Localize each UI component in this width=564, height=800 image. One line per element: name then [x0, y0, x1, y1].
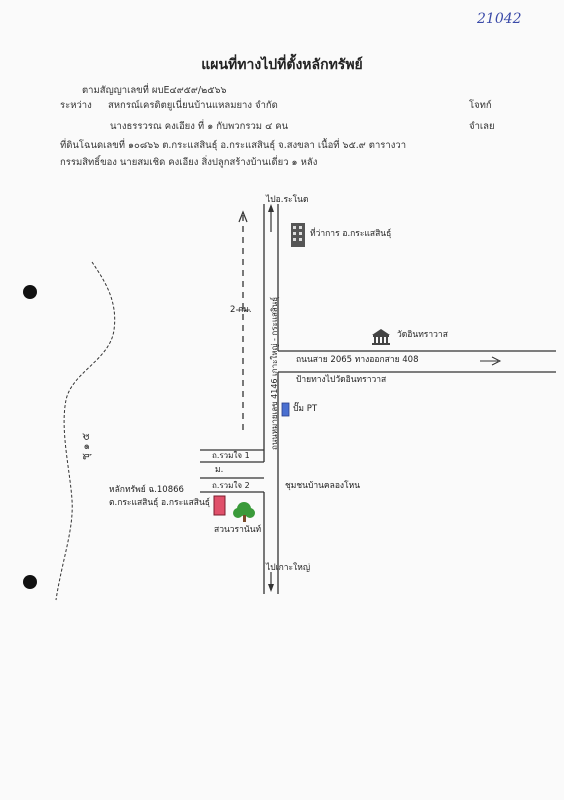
- park-label: สวนวรานันท์: [214, 525, 262, 535]
- asset-location-label: ต.กระแสสินธุ์ อ.กระแสสินธุ์: [109, 498, 210, 508]
- road-2065-arrow: [491, 356, 502, 366]
- margin-scribble: [55, 261, 116, 601]
- margin-note: ชุ ๑ ๕: [81, 432, 92, 460]
- main-road-label: ถนนหมายเลข 4146 เกาะใหญ่ - กระแสสินธุ์: [270, 296, 279, 450]
- punch-hole-icon: [23, 575, 37, 589]
- defendant-label: จำเลย: [469, 121, 495, 132]
- to-north-label: ไปอ.ระโนด: [266, 195, 309, 205]
- temple-label: วัดอินทราวาส: [397, 330, 448, 340]
- district-office-label: ที่ว่าการ อ.กระแสสินธุ์: [310, 229, 392, 239]
- party-one: สหกรณ์เครดิตยูเนี่ยนบ้านแหลมยาง จำกัด: [108, 100, 278, 111]
- lane-2-label: ถ.รวมใจ 2: [212, 481, 250, 490]
- tree-icon: [233, 502, 255, 522]
- land-line: ที่ดินโฉนดเลขที่ ๑๐๘๖๖ ต.กระแสสินธุ์ อ.ก…: [60, 140, 407, 151]
- community-label: ชุมชนบ้านคลองโหน: [285, 481, 361, 491]
- reference-number: 21042: [477, 11, 522, 27]
- south-arrow: [268, 584, 274, 592]
- owner-line: กรรมสิทธิ์ของ นายสมเชิด คงเอียง สิ่งปลูก…: [60, 157, 318, 168]
- mosque-mark-label: ม.: [215, 465, 224, 475]
- dashed-road-arrow: [238, 210, 248, 223]
- building-icon: [291, 223, 305, 247]
- asset-marker-icon: [213, 495, 226, 516]
- lane-1-label: ถ.รวมใจ 1: [212, 451, 250, 460]
- between-label: ระหว่าง: [60, 100, 92, 111]
- road-2065-label: ถนนสาย 2065 ทางออกสาย 408: [296, 355, 419, 365]
- temple-icon: [372, 329, 390, 345]
- page-title: แผนที่ทางไปที่ตั้งหลักทรัพย์: [201, 57, 363, 73]
- party-two: นางธรรวรณ คงเอียง ที่ ๑ กับพวกรวม ๔ คน: [110, 121, 289, 132]
- gas-station-label: ปั๊ม PT: [293, 404, 318, 414]
- asset-title-label: หลักทรัพย์ ฉ.10866: [109, 485, 184, 495]
- north-arrow: [268, 204, 274, 212]
- to-south-label: ไปเกาะใหญ่: [266, 563, 311, 573]
- punch-hole-icon: [23, 285, 37, 299]
- plaintiff-label: โจทก์: [469, 100, 492, 111]
- distance-label: 2 กม.: [230, 305, 252, 315]
- temple-sign-label: ป้ายทางไปวัดอินทราวาส: [296, 375, 387, 385]
- gas-station-icon: [281, 402, 290, 417]
- agreement-line: ตามสัญญาเลขที่ ผบE๔๙๕๙/๒๕๖๖: [82, 85, 227, 96]
